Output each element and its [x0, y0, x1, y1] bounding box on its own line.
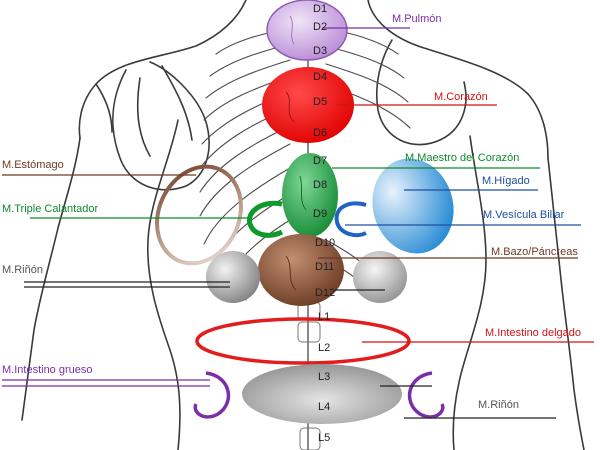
label-bazo: M.Bazo/Páncreas: [491, 246, 578, 258]
vertebra-d10: D10: [315, 237, 336, 249]
spleen-pancreas-ellipse: [258, 234, 344, 306]
label-rinon-left: M.Riñón: [2, 264, 43, 276]
vertebra-l2: L2: [318, 342, 331, 354]
lung-ellipse: [266, 0, 348, 61]
label-intestino-delgado: M.Intestino delgado: [485, 327, 582, 339]
label-rinon-right: M.Riñón: [478, 399, 519, 411]
vertebra-d8: D8: [313, 179, 328, 191]
stomach-ring: [155, 164, 243, 266]
label-vesicula: M.Vesícula Biliar: [483, 209, 565, 221]
kidney-left-ellipse: [206, 251, 260, 303]
label-maestro: M.Maestro del Corazón: [405, 152, 520, 164]
label-pulmon: M.Pulmón: [392, 13, 442, 25]
liver-ellipse: [372, 158, 454, 254]
label-estomago: M.Estómago: [2, 159, 64, 171]
heart-ellipse: [262, 67, 354, 143]
large-intestine-ellipse: [242, 364, 402, 424]
vertebra-d12: D12: [315, 287, 336, 299]
pericardium-ellipse: [282, 153, 338, 237]
vertebra-d5: D5: [313, 96, 328, 108]
vertebra-d2: D2: [313, 21, 328, 33]
gallbladder-arc: [334, 201, 367, 238]
vertebra-d7: D7: [313, 155, 328, 167]
vertebra-d9: D9: [313, 208, 328, 220]
vertebra-l4: L4: [318, 401, 331, 413]
vertebra-l5: L5: [318, 432, 331, 444]
label-higado: M.Hígado: [482, 175, 530, 187]
leader-lines: [2, 27, 594, 419]
vertebra-l3: L3: [318, 371, 331, 383]
triple-warmer-arc: [246, 200, 284, 238]
kidney-right-ellipse: [353, 251, 407, 303]
vertebra-l1: L1: [318, 311, 331, 323]
label-triple: M.Triple Calantador: [2, 203, 99, 215]
vertebra-d3: D3: [313, 45, 328, 57]
vertebra-d6: D6: [313, 127, 328, 139]
vertebra-d11: D11: [315, 261, 335, 273]
vertebra-d1: D1: [313, 3, 328, 15]
large-intestine-right-arc: [407, 371, 445, 419]
small-intestine-ring: [195, 317, 411, 365]
label-corazon: M.Corazón: [434, 91, 488, 103]
organ-crack-lines: [285, 15, 307, 291]
label-intestino-grueso: M.Intestino grueso: [2, 364, 93, 376]
vertebra-d4: D4: [313, 71, 328, 83]
large-intestine-left-arc: [193, 371, 231, 419]
